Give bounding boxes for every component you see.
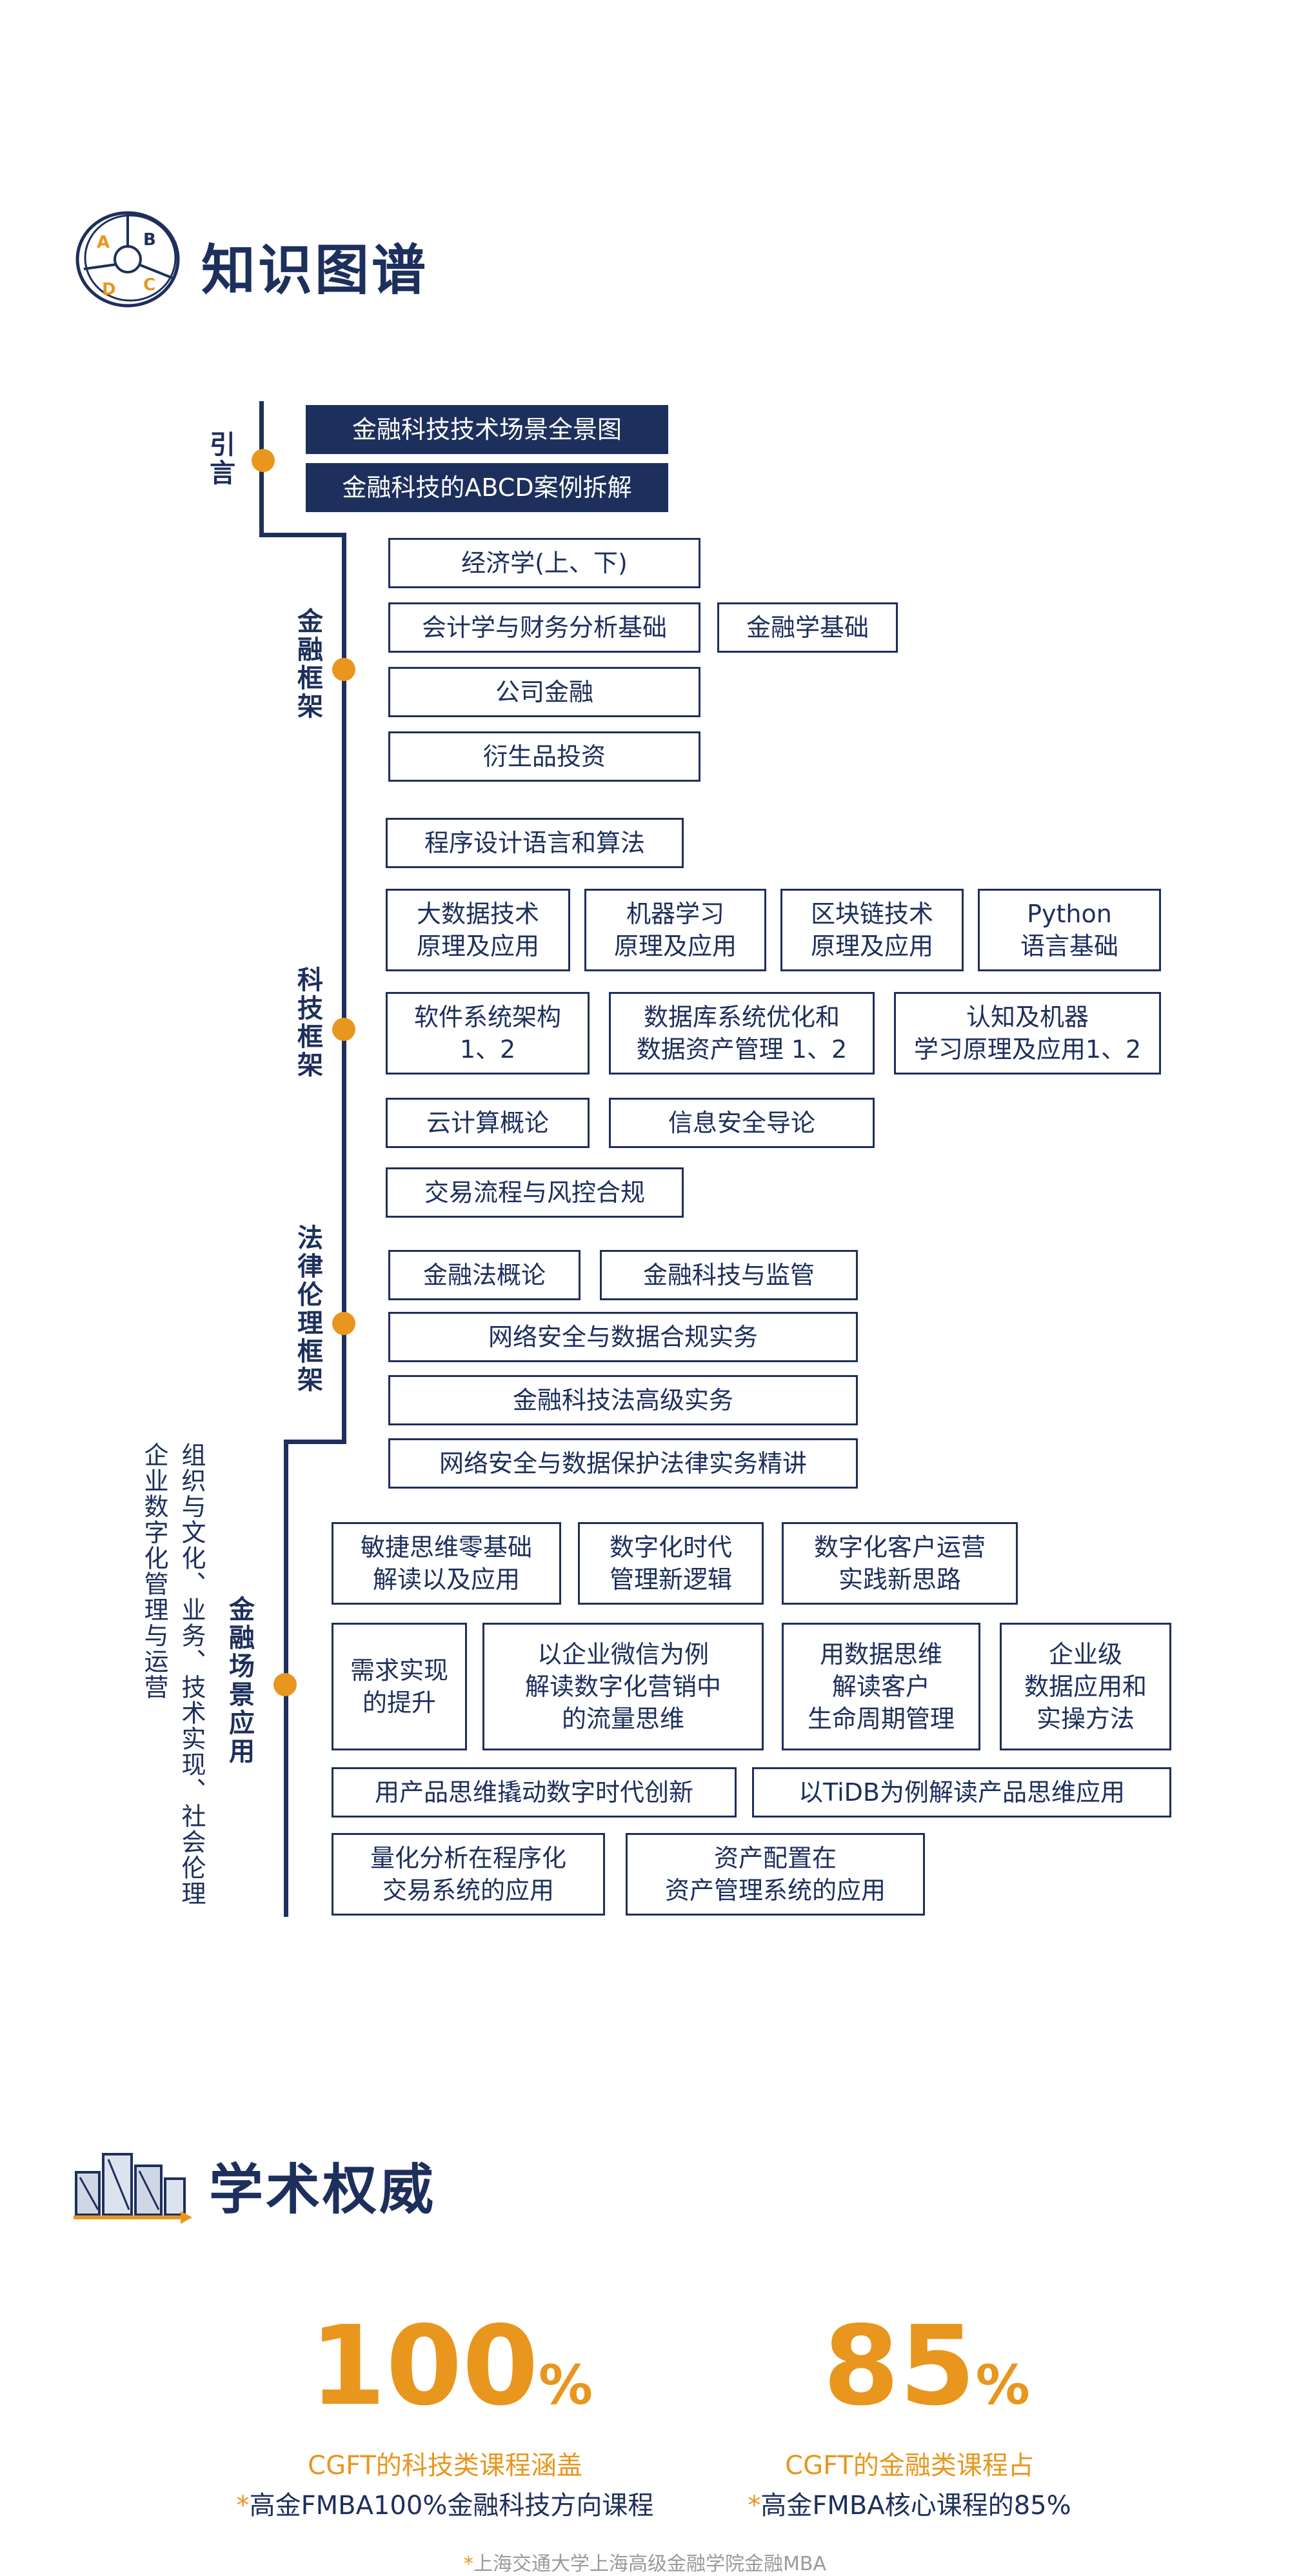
course-box: 敏捷思维零基础 解读以及应用 [332, 1522, 561, 1605]
stage-dot [332, 1312, 355, 1335]
stat-detail: *高金FMBA核心课程的85% [651, 2484, 1167, 2522]
stage-dot [332, 658, 355, 681]
stage-dot [332, 1018, 355, 1041]
course-box: 公司金融 [388, 667, 700, 717]
knowledge-map-title: 知识图谱 [201, 239, 429, 302]
timeline-line [342, 533, 346, 1443]
course-box: 金融科技与监管 [600, 1250, 858, 1300]
course-box: 网络安全与数据保护法律实务精讲 [388, 1438, 858, 1489]
course-box: 机器学习 原理及应用 [584, 889, 766, 971]
course-box: 交易流程与风控合规 [386, 1167, 684, 1218]
course-box: 数字化客户运营 实践新思路 [782, 1522, 1018, 1605]
course-box: 用数据思维 解读客户 生命周期管理 [782, 1623, 980, 1750]
svg-text:C: C [143, 275, 155, 295]
course-box: 会计学与财务分析基础 [388, 602, 700, 653]
course-box: 程序设计语言和算法 [386, 818, 684, 868]
course-box: 软件系统架构 1、2 [386, 992, 590, 1075]
course-box: 金融科技技术场景全景图 [306, 405, 668, 454]
course-box: 数字化时代 管理新逻辑 [578, 1522, 764, 1605]
stat-number-unit: % [538, 2353, 593, 2417]
course-box: 区块链技术 原理及应用 [780, 889, 964, 971]
course-box: 企业级 数据应用和 实操方法 [1000, 1623, 1171, 1750]
stage-label-law: 法律伦理框架 [293, 1224, 322, 1394]
course-box: 数据库系统优化和 数据资产管理 1、2 [609, 992, 875, 1075]
timeline-line [259, 533, 346, 537]
stage-label-intro: 引言 [205, 431, 235, 488]
side-label-col2: 企业数字化管理与运营 [140, 1442, 168, 1700]
course-box: 经济学(上、下) [388, 538, 700, 588]
stat-number: 100% [310, 2312, 593, 2421]
footnote: *上海交通大学上海高级金融学院金融MBA [322, 2548, 968, 2576]
svg-text:A: A [97, 233, 110, 252]
building-chart-icon [72, 2140, 195, 2224]
side-label-col1: 组织与文化、业务、技术实现、社会伦理 [177, 1442, 206, 1907]
stat-caption: CGFT的金融类课程占 [785, 2451, 1034, 2481]
asterisk-mark: * [748, 2491, 761, 2521]
stage-label-finance: 金融框架 [293, 608, 322, 721]
course-box: 大数据技术 原理及应用 [386, 889, 570, 971]
course-box: 金融学基础 [717, 602, 898, 653]
course-box: 金融法概论 [388, 1250, 580, 1300]
stat-number-value: 85 [823, 2303, 976, 2430]
footnote-text: 上海交通大学上海高级金融学院金融MBA [473, 2553, 826, 2575]
svg-text:B: B [143, 230, 156, 250]
stat-detail: *高金FMBA100%金融科技方向课程 [187, 2484, 703, 2522]
asterisk-mark: * [464, 2553, 473, 2575]
course-box: 需求实现 的提升 [332, 1623, 467, 1750]
academic-title: 学术权威 [209, 2158, 437, 2221]
asterisk-mark: * [236, 2491, 250, 2521]
course-box: 以企业微信为例 解读数字化营销中 的流量思维 [482, 1623, 764, 1750]
stat-detail-text: 高金FMBA100%金融科技方向课程 [249, 2491, 654, 2521]
stat-caption: CGFT的科技类课程涵盖 [308, 2451, 582, 2481]
course-box: 云计算概论 [386, 1098, 590, 1148]
stat-number-unit: % [975, 2353, 1030, 2417]
stat-detail-text: 高金FMBA核心课程的85% [760, 2491, 1071, 2521]
course-box: 资产配置在 资产管理系统的应用 [626, 1833, 925, 1916]
course-box: 用产品思维撬动数字时代创新 [332, 1767, 737, 1818]
timeline-line [284, 1440, 346, 1444]
course-box: 衍生品投资 [388, 731, 700, 782]
stage-dot [252, 449, 275, 472]
stat-number-value: 100 [310, 2303, 539, 2430]
course-box: 以TiDB为例解读产品思维应用 [752, 1767, 1171, 1818]
stage-label-tech: 科技框架 [293, 966, 322, 1080]
stage-label-application: 金融场景应用 [224, 1596, 254, 1766]
course-box: 认知及机器 学习原理及应用1、2 [894, 992, 1161, 1075]
abcd-circle-icon: A B D C [71, 208, 187, 311]
course-box: Python 语言基础 [978, 889, 1161, 971]
svg-text:D: D [102, 280, 116, 299]
course-box: 金融科技的ABCD案例拆解 [306, 463, 668, 512]
course-box: 金融科技法高级实务 [388, 1375, 858, 1425]
course-box: 量化分析在程序化 交易系统的应用 [332, 1833, 605, 1916]
stat-number: 85% [823, 2312, 1030, 2421]
stage-dot [273, 1673, 297, 1696]
course-box: 网络安全与数据合规实务 [388, 1312, 858, 1362]
course-box: 信息安全导论 [609, 1098, 875, 1148]
